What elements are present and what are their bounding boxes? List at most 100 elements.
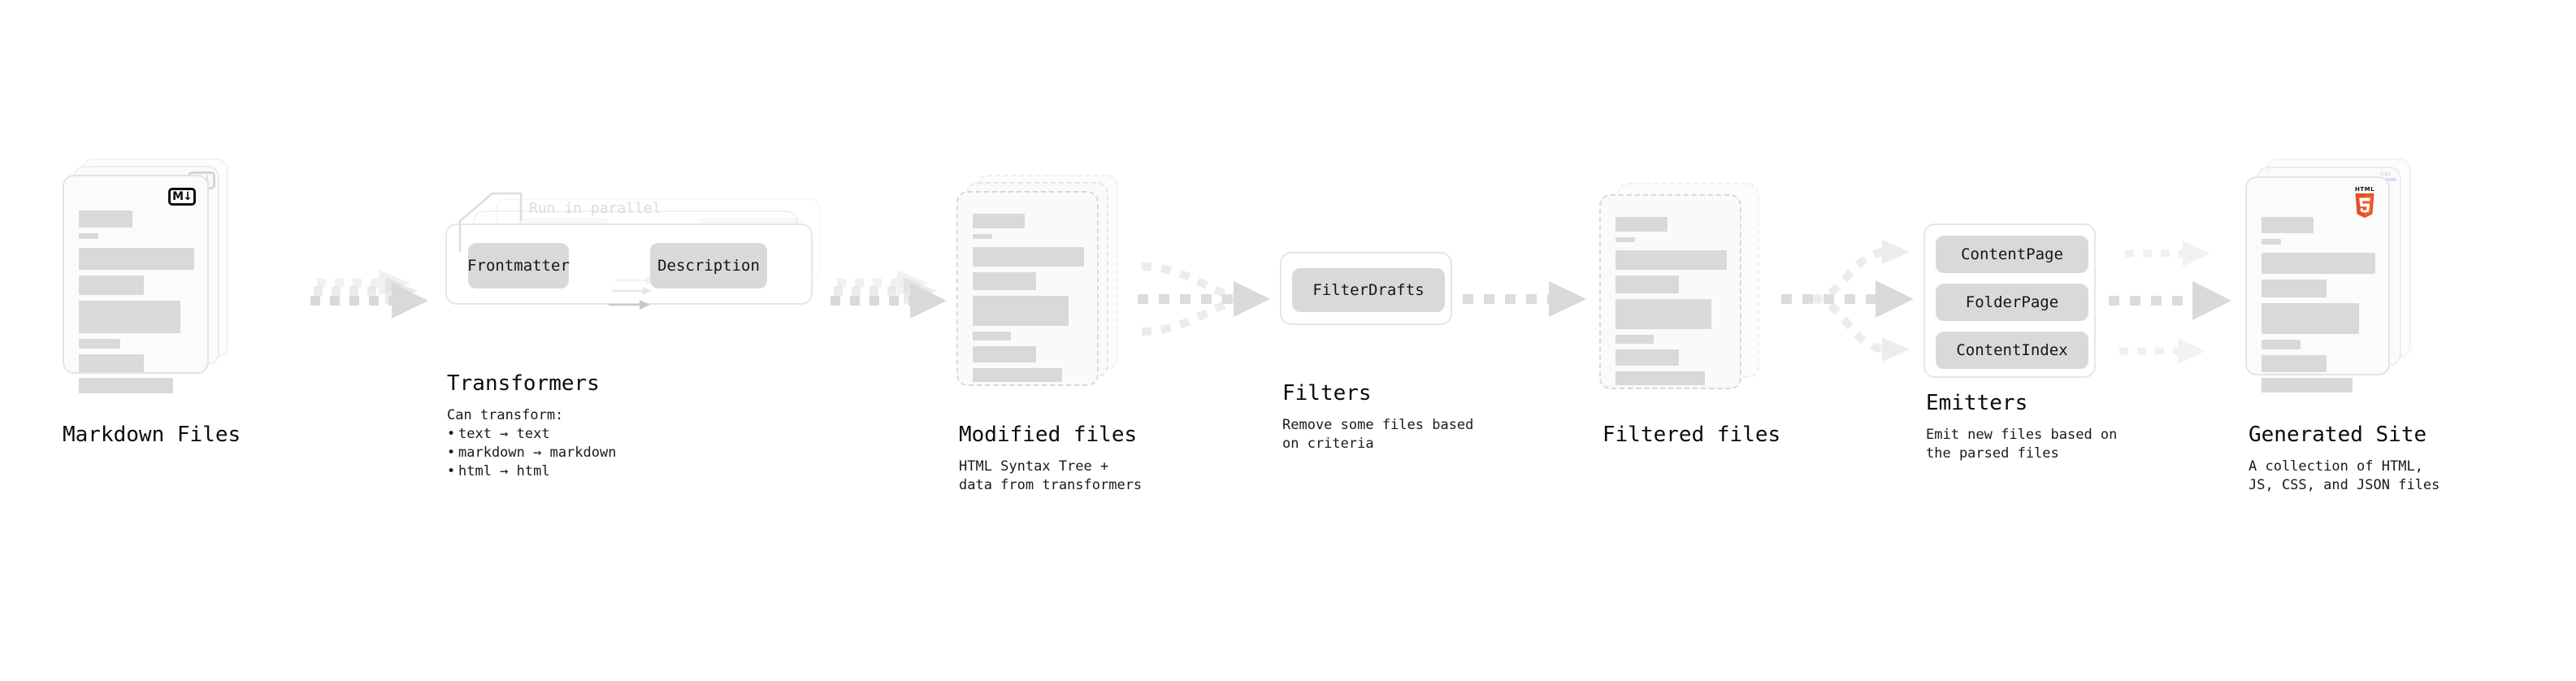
subtitle-line: Emit new files based on [1926, 426, 2118, 443]
stage-title: Emitters [1926, 391, 2028, 415]
caption-emitters: Emitters Emit new files based on the par… [1926, 391, 2117, 463]
bullet-item: html → html [447, 462, 616, 481]
stage-generated-site: CSS HTML [2245, 158, 2420, 393]
stage-subtitle: Can transform: text → text markdown → ma… [447, 406, 616, 481]
content-bar [1615, 299, 1711, 329]
stage-emitters: ContentPage FolderPage ContentIndex [1923, 223, 2110, 386]
caption-transformers: Transformers Can transform: text → text … [447, 371, 616, 481]
content-bar [1615, 349, 1680, 366]
content-bar [2262, 378, 2353, 393]
stage-title: Generated Site [2249, 423, 2427, 447]
content-bar [2262, 253, 2375, 274]
content-bar [973, 272, 1037, 290]
subtitle-line: JS, CSS, and JSON files [2249, 476, 2440, 493]
content-bar [1615, 371, 1705, 385]
generated-site-stack: CSS HTML [2245, 158, 2420, 393]
arrow-transformers-to-modified [830, 270, 947, 319]
filter-filterdrafts[interactable]: FilterDrafts [1292, 268, 1445, 312]
content-bar [2262, 217, 2314, 233]
content-bar [973, 332, 1011, 340]
stage-filters: FilterDrafts [1280, 252, 1459, 362]
transformer-description[interactable]: Description [650, 243, 767, 288]
caption-markdown-files: Markdown Files [63, 423, 241, 448]
markdown-file-card-front: M↓ [63, 175, 209, 393]
generated-file-content [2262, 217, 2375, 398]
filtered-file-stack [1599, 183, 1774, 390]
caption-filtered-files: Filtered files [1602, 423, 1780, 448]
stage-subtitle: Remove some files based on criteria [1282, 416, 1473, 453]
content-bar [2262, 303, 2360, 334]
content-bar [2262, 355, 2327, 372]
modified-file-stack [955, 175, 1130, 386]
subtitle-line: Remove some files based [1282, 416, 1474, 433]
content-bar [1615, 237, 1635, 242]
arrow-filters-to-filtered [1463, 281, 1586, 317]
content-bar [2262, 340, 2301, 349]
stage-title: Modified files [959, 423, 1138, 447]
markdown-badge: M↓ [168, 188, 196, 206]
stage-markdown-files: M↓ M↓ M↓ [61, 158, 232, 393]
html5-shield-icon [2354, 193, 2375, 218]
stage-title: Markdown Files [63, 423, 241, 447]
content-bar [973, 296, 1069, 326]
subtitle-line: HTML Syntax Tree + [959, 458, 1109, 475]
content-bar [973, 346, 1037, 362]
arrow-modified-to-filters [1138, 262, 1270, 336]
emitter-folderpage[interactable]: FolderPage [1936, 284, 2088, 321]
content-bar [79, 210, 132, 228]
transformer-frontmatter[interactable]: Frontmatter [467, 243, 570, 288]
arrow-filtered-to-emitters [1781, 240, 1914, 362]
content-bar [973, 214, 1025, 228]
content-bar [79, 378, 174, 393]
stage-filtered-files [1599, 183, 1774, 390]
subtitle-line: on criteria [1282, 435, 1374, 452]
emitter-contentindex[interactable]: ContentIndex [1936, 332, 2088, 369]
filters-panel: FilterDrafts [1280, 252, 1452, 325]
stage-subtitle: Emit new files based on the parsed files [1926, 426, 2117, 463]
markdown-file-stack: M↓ M↓ M↓ [61, 158, 232, 393]
content-bar [973, 234, 992, 239]
content-bar [2262, 239, 2281, 245]
filtered-file-card-front [1599, 194, 1741, 389]
stage-title: Filters [1282, 381, 1372, 406]
caption-filters: Filters Remove some files based on crite… [1282, 381, 1473, 453]
content-bar [1615, 217, 1667, 232]
emitter-contentpage[interactable]: ContentPage [1936, 236, 2088, 273]
content-bar [79, 354, 144, 372]
stage-transformers: Frontmatter Description [445, 198, 835, 361]
subtitle-line: A collection of HTML, [2249, 458, 2423, 475]
bullet-item: text → text [447, 425, 616, 444]
content-bar [1615, 335, 1654, 344]
caption-generated-site: Generated Site A collection of HTML, JS,… [2249, 423, 2439, 495]
caption-modified-files: Modified files HTML Syntax Tree + data f… [959, 423, 1142, 495]
modified-file-content [973, 214, 1084, 388]
stage-subtitle: A collection of HTML, JS, CSS, and JSON … [2249, 458, 2439, 495]
modified-file-card-front [956, 191, 1099, 386]
subtitle-line: data from transformers [959, 476, 1143, 493]
transformer-panel-front: Frontmatter Description [445, 223, 813, 305]
content-bar [79, 275, 144, 295]
bullet-item: markdown → markdown [447, 444, 616, 462]
stage-subtitle: HTML Syntax Tree + data from transformer… [959, 458, 1142, 495]
emitters-panel: ContentPage FolderPage ContentIndex [1923, 223, 2096, 378]
content-bar [79, 248, 194, 270]
content-bar [79, 301, 180, 333]
arrow-markdown-to-transformers [310, 270, 428, 319]
subtitle-line: Can transform: [447, 406, 564, 423]
arrow-emitters-to-site [2109, 241, 2231, 364]
content-bar [1615, 275, 1680, 293]
content-bar [973, 368, 1062, 382]
content-bar [2262, 280, 2327, 297]
content-bar [973, 247, 1084, 267]
subtitle-line: the parsed files [1926, 445, 2059, 462]
html5-badge: HTML [2353, 186, 2377, 218]
content-bar [79, 339, 121, 349]
stage-title: Filtered files [1602, 423, 1781, 447]
content-bar [79, 233, 98, 239]
stage-modified-files [955, 175, 1130, 386]
content-bar [1615, 250, 1727, 270]
filtered-file-content [1615, 217, 1727, 391]
html5-label: HTML [2354, 186, 2375, 193]
stage-title: Transformers [447, 371, 600, 396]
